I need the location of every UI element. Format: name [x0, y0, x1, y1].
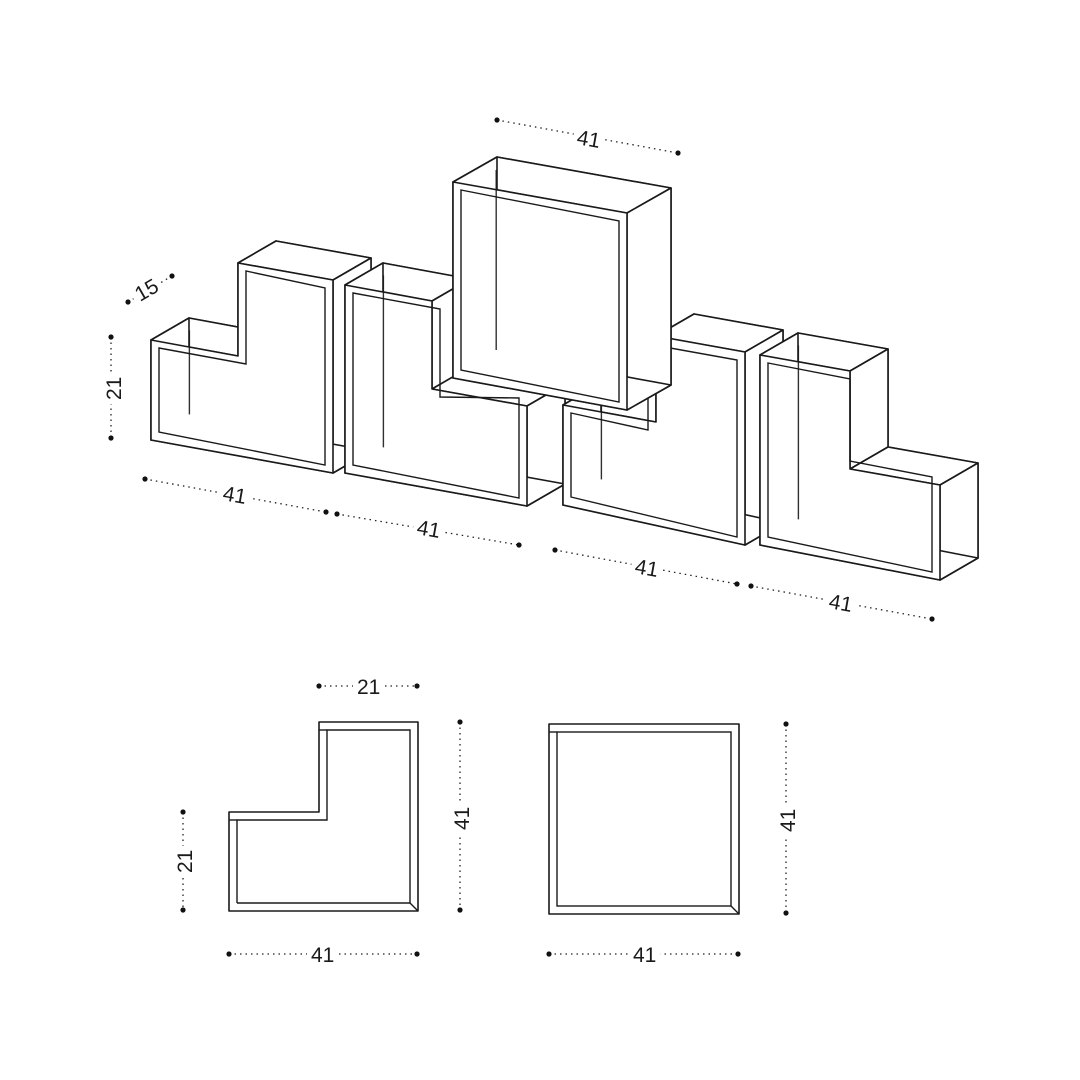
label-background	[629, 554, 665, 583]
l-module-front-view	[228, 721, 419, 912]
shelf-module-3	[452, 156, 672, 411]
dim-line-bottom-3	[552, 547, 740, 587]
l-view-step-height: 21	[174, 850, 197, 873]
dim-step-height: 21	[103, 377, 126, 400]
dim-bottom-width-3: 41	[633, 555, 660, 582]
dim-line-bottom-1	[142, 476, 329, 515]
l-view-dim-line-step	[180, 809, 186, 913]
square-view-width: 41	[633, 944, 656, 967]
dim-bottom-width-1: 41	[221, 482, 248, 509]
label-background	[307, 944, 339, 967]
l-view-total-height: 41	[451, 807, 474, 830]
dimension-labels: 41 15 21 41 41 41 41 21 21 41 41 41 41	[103, 125, 859, 967]
label-background	[411, 515, 447, 544]
l-view-top-width: 21	[357, 676, 380, 699]
dim-line-top-width	[494, 117, 681, 156]
shelf-module-1	[150, 240, 372, 474]
dim-top-width: 41	[575, 126, 602, 153]
label-background	[629, 944, 661, 967]
dim-bottom-width-4: 41	[827, 590, 854, 617]
dim-bottom-width-2: 41	[415, 516, 442, 543]
l-view-width: 41	[311, 944, 334, 967]
label-background	[451, 802, 474, 834]
module-front-views	[228, 721, 740, 915]
label-background	[127, 272, 167, 309]
label-background	[823, 589, 859, 618]
l-view-dim-line-top	[316, 683, 420, 689]
dim-line-bottom-4	[748, 583, 935, 622]
label-background	[174, 845, 197, 877]
dim-line-depth	[125, 273, 175, 305]
label-background	[777, 804, 800, 836]
shelf-module-5	[759, 332, 979, 581]
dim-line-bottom-2	[334, 511, 522, 548]
label-background	[353, 676, 385, 699]
label-background	[217, 481, 253, 510]
square-view-height: 41	[777, 809, 800, 832]
square-module-front-view	[548, 723, 740, 915]
label-background	[103, 372, 126, 404]
label-background	[571, 125, 607, 154]
isometric-shelf-set	[150, 156, 979, 581]
